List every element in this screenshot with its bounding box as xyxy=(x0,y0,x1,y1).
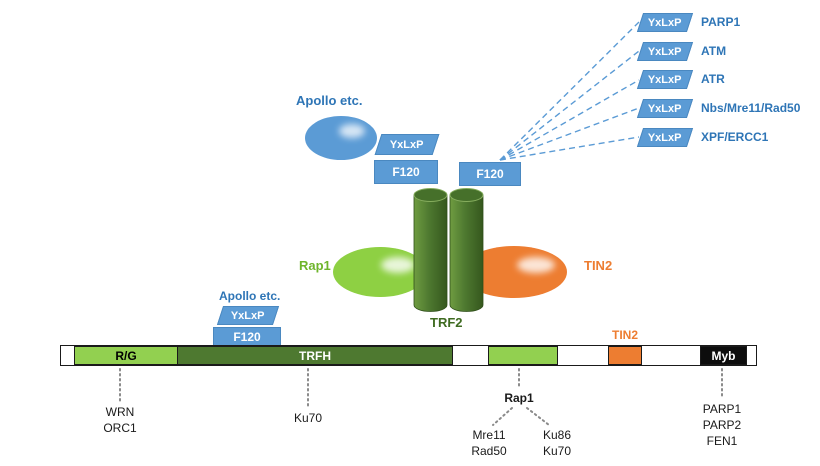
rap1-bottom-label: Rap1 xyxy=(504,390,533,406)
domain-segment-trfh: TRFH xyxy=(177,346,453,365)
domain-segment-tin2 xyxy=(608,346,642,365)
tin2-ellipse-highlight xyxy=(517,257,555,273)
yxlxp-motif-box-1: YxLxP xyxy=(636,13,694,32)
fan-target-parp1: PARP1 xyxy=(701,15,741,29)
fan-line-atr xyxy=(499,79,640,161)
bar-tin2-label: TIN2 xyxy=(611,328,638,342)
interactor-ku86: Ku86 xyxy=(542,428,572,442)
domain-segment-rg: R/G xyxy=(74,346,178,365)
yxlxp-motif-label: YxLxP xyxy=(648,45,682,58)
interactor-wrn: WRN xyxy=(105,405,135,419)
myb-interactors: PARP1 PARP2 FEN1 xyxy=(703,401,741,449)
yxlxp-motif-label: YxLxP xyxy=(390,138,424,151)
interactor-ku70: Ku70 xyxy=(293,411,323,425)
yxlxp-motif-box-3: YxLxP xyxy=(636,70,694,89)
yxlxp-motif-box-4: YxLxP xyxy=(636,99,694,118)
apollo-ellipse-highlight xyxy=(339,124,365,138)
connector-rap1-ku86 xyxy=(526,407,550,426)
rap1-ellipse xyxy=(333,247,427,297)
apollo-top-yxlxp-box: YxLxP xyxy=(374,134,440,155)
rap1-label: Rap1 xyxy=(299,258,331,273)
interactor-fen1: FEN1 xyxy=(706,434,738,448)
yxlxp-motif-label: YxLxP xyxy=(648,102,682,115)
trf2-cylinder-left-top xyxy=(413,188,448,202)
domain-segment-myb: Myb xyxy=(700,346,747,365)
yxlxp-motif-box-2: YxLxP xyxy=(636,42,694,61)
connector-rap1-mre11 xyxy=(492,407,513,426)
trf2-dimer xyxy=(413,188,484,312)
yxlxp-motif-box-5: YxLxP xyxy=(636,128,694,147)
interactor-rad50: Rad50 xyxy=(471,444,507,458)
apollo-top-label: Apollo etc. xyxy=(296,93,363,108)
interactor-orc1: ORC1 xyxy=(103,421,137,435)
fan-line-atm xyxy=(499,50,640,161)
fan-target-xpf-ercc1: XPF/ERCC1 xyxy=(701,130,769,144)
apollo-ellipse xyxy=(305,116,377,160)
trf2-label: TRF2 xyxy=(430,315,463,330)
yxlxp-motif-label: YxLxP xyxy=(231,309,265,322)
interactor-mre11: Mre11 xyxy=(472,428,506,442)
interactor-ku70-b: Ku70 xyxy=(542,444,572,458)
apollo-bottom-yxlxp-box: YxLxP xyxy=(216,306,280,325)
domain-segment-rap1-binding xyxy=(488,346,558,365)
tin2-ellipse xyxy=(461,246,567,298)
fan-line-nbs xyxy=(499,107,640,161)
rap1-ellipse-highlight xyxy=(381,257,415,273)
yxlxp-motif-label: YxLxP xyxy=(648,16,682,29)
fan-line-parp1 xyxy=(499,21,640,161)
trf2-cylinder-right-top xyxy=(449,188,484,202)
trf2-cylinder-left-body xyxy=(413,194,448,312)
interactor-rap1: Rap1 xyxy=(504,391,534,405)
rg-interactors: WRN ORC1 xyxy=(103,404,136,436)
fan-target-atm: ATM xyxy=(701,44,727,58)
yxlxp-motif-label: YxLxP xyxy=(648,131,682,144)
f120-box-right: F120 xyxy=(459,162,521,186)
fan-target-nbs-mre11-rad50: Nbs/Mre11/Rad50 xyxy=(701,101,801,115)
fan-line-xpf xyxy=(499,136,640,161)
yxlxp-motif-label: YxLxP xyxy=(648,73,682,86)
rap1-interactors-b: Ku86 Ku70 xyxy=(543,427,571,459)
f120-box-left: F120 xyxy=(374,160,438,184)
apollo-bottom-label: Apollo etc. xyxy=(219,289,281,303)
interactor-parp2: PARP2 xyxy=(702,418,742,432)
f120-box-bottom: F120 xyxy=(213,327,281,346)
trf2-domain-bar: R/G TRFH Myb xyxy=(60,345,757,366)
trfh-interactors: Ku70 xyxy=(294,410,322,426)
fan-target-atr: ATR xyxy=(701,72,725,86)
trf2-cylinder-right-body xyxy=(449,194,484,312)
tin2-label: TIN2 xyxy=(584,258,613,273)
rap1-interactors-a: Mre11 Rad50 xyxy=(471,427,506,459)
interactor-parp1: PARP1 xyxy=(702,402,742,416)
